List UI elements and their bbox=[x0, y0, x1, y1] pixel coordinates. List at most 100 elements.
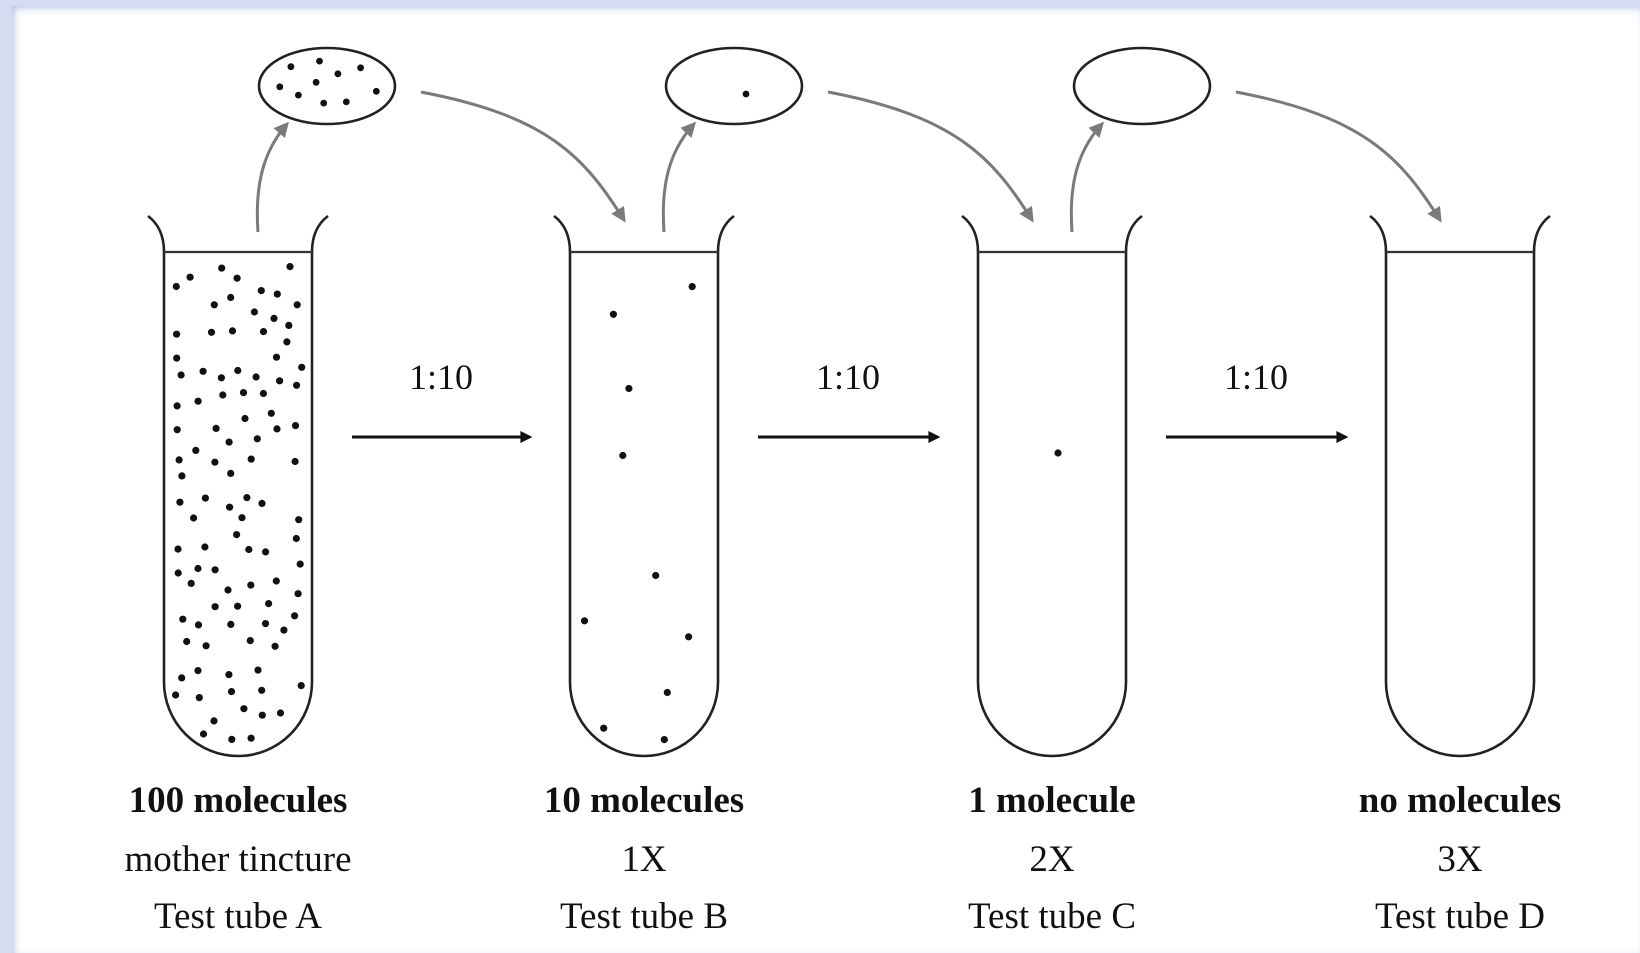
sample-molecule-dot bbox=[342, 98, 350, 106]
molecule-dot bbox=[211, 603, 219, 611]
molecule-dot bbox=[272, 353, 281, 361]
molecule-dot bbox=[202, 642, 210, 650]
molecule-dot bbox=[257, 287, 265, 295]
sample-molecule-dot bbox=[287, 63, 295, 71]
molecule-dot bbox=[227, 620, 235, 629]
molecule-dot bbox=[194, 564, 202, 573]
molecule-dot bbox=[291, 422, 300, 430]
molecule-dot bbox=[207, 328, 216, 336]
molecule-dot bbox=[219, 391, 227, 399]
tube-label-a-name: Test tube A bbox=[154, 896, 322, 937]
molecule-dot bbox=[187, 579, 195, 588]
test-tube-a bbox=[147, 214, 329, 758]
molecule-dot bbox=[292, 534, 300, 543]
tube-label-c-potency: 2X bbox=[1029, 839, 1075, 880]
sample-molecule-dot bbox=[320, 99, 328, 107]
molecule-dot bbox=[210, 717, 218, 725]
molecule-dot bbox=[179, 615, 187, 623]
molecule-dot bbox=[224, 586, 232, 594]
molecule-dot bbox=[276, 709, 285, 717]
molecule-dot bbox=[172, 691, 180, 699]
molecule-dot bbox=[580, 617, 589, 625]
molecule-dot bbox=[226, 503, 234, 511]
tube-label-d-count: no molecules bbox=[1359, 780, 1561, 821]
transfer-arrow-up-b bbox=[661, 121, 697, 233]
molecule-dot bbox=[211, 458, 219, 466]
molecule-dot bbox=[173, 402, 181, 410]
molecule-dot bbox=[660, 736, 668, 744]
molecule-dot bbox=[194, 397, 202, 405]
molecule-dot bbox=[688, 283, 696, 291]
sample-dish-b bbox=[664, 46, 804, 126]
molecule-dot bbox=[258, 499, 266, 507]
molecule-dot bbox=[211, 566, 219, 574]
molecule-dot bbox=[291, 457, 299, 466]
tube-label-b-name: Test tube B bbox=[560, 896, 728, 937]
sample-molecule-dot bbox=[276, 83, 284, 91]
molecule-dot bbox=[201, 494, 209, 502]
tube-label-a-potency: mother tincture bbox=[124, 839, 351, 880]
molecule-dot bbox=[267, 409, 275, 417]
molecule-dot bbox=[228, 735, 236, 744]
molecule-dot bbox=[243, 494, 251, 502]
molecule-dot bbox=[228, 327, 237, 335]
molecule-dot bbox=[175, 456, 183, 464]
molecule-dot bbox=[685, 633, 693, 641]
transfer-arrow-down-d bbox=[1235, 90, 1442, 223]
molecule-dot bbox=[252, 373, 260, 381]
molecule-dot bbox=[177, 371, 185, 379]
molecule-dot bbox=[261, 620, 270, 628]
tube-label-a-count: 100 molecules bbox=[129, 780, 348, 821]
molecule-dot bbox=[253, 435, 261, 443]
molecule-dot bbox=[245, 545, 253, 554]
molecule-dot bbox=[233, 274, 241, 282]
molecule-dot bbox=[190, 514, 198, 522]
molecule-dot bbox=[176, 498, 184, 506]
transfer-arrow-up-c bbox=[1069, 121, 1105, 233]
molecule-dot bbox=[280, 626, 288, 634]
molecule-dot bbox=[1054, 449, 1062, 457]
molecule-dot bbox=[258, 711, 266, 719]
transfer-arrow-up-a bbox=[255, 121, 289, 233]
molecule-dot bbox=[194, 667, 202, 675]
tube-label-c-name: Test tube C bbox=[968, 896, 1136, 937]
molecule-dot bbox=[183, 637, 191, 646]
test-tube-d bbox=[1369, 214, 1551, 758]
molecule-dot bbox=[212, 424, 220, 432]
molecule-dot bbox=[217, 374, 225, 382]
molecule-dot bbox=[227, 293, 235, 302]
molecule-dot bbox=[293, 381, 301, 389]
molecule-dot bbox=[173, 354, 181, 362]
molecule-dot bbox=[195, 694, 203, 702]
molecule-dot bbox=[194, 621, 203, 629]
molecule-dot bbox=[234, 366, 242, 375]
molecule-dot bbox=[201, 543, 209, 551]
transfer-arrow-down-c bbox=[827, 90, 1034, 223]
test-tube-b bbox=[553, 214, 735, 758]
molecule-dot bbox=[178, 674, 186, 682]
molecule-dot bbox=[173, 426, 181, 434]
test-tube-c bbox=[961, 214, 1143, 758]
molecule-dot bbox=[297, 682, 305, 690]
molecule-dot bbox=[246, 637, 254, 645]
molecule-dot bbox=[234, 602, 242, 610]
sample-molecule-dot bbox=[312, 78, 320, 86]
molecule-dot bbox=[294, 590, 302, 598]
molecule-dot bbox=[295, 516, 303, 524]
molecule-dot bbox=[225, 671, 233, 679]
molecule-dot bbox=[273, 425, 281, 433]
molecule-dot bbox=[227, 469, 235, 477]
tube-label-b-potency: 1X bbox=[621, 839, 667, 880]
molecule-dot bbox=[258, 686, 266, 694]
molecule-dot bbox=[174, 545, 182, 553]
molecule-dot bbox=[240, 705, 248, 713]
molecule-dot bbox=[173, 330, 181, 338]
molecule-dot bbox=[186, 273, 194, 281]
molecule-dot bbox=[262, 548, 270, 556]
molecule-dot bbox=[265, 600, 273, 608]
molecule-dot bbox=[272, 577, 280, 585]
molecule-dot bbox=[663, 688, 671, 697]
molecule-dot bbox=[199, 367, 207, 375]
sample-dish-c bbox=[1072, 46, 1212, 126]
